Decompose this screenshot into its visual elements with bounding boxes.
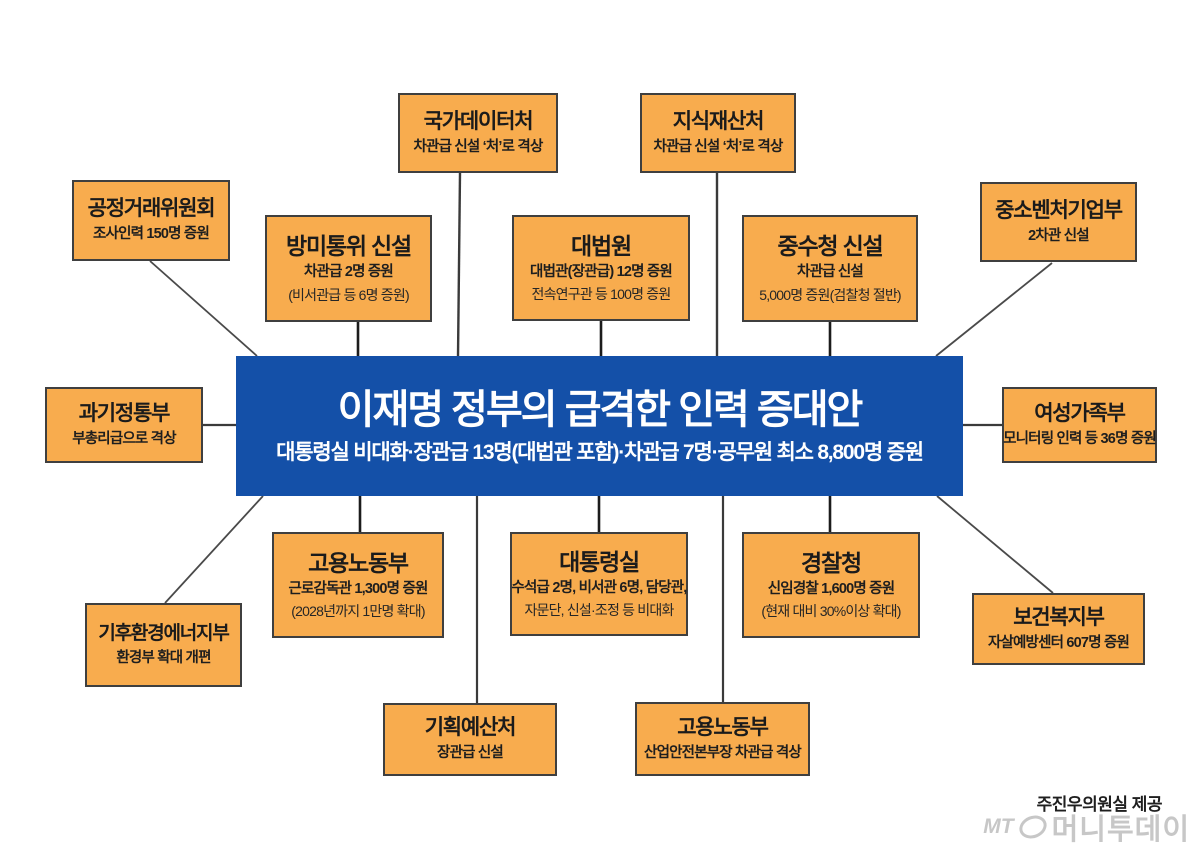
node-title: 기획예산처 xyxy=(424,716,517,740)
node-detail: 전속연구관 등 100명 증원 xyxy=(531,286,672,303)
node-subtitle: 2차관 신설 xyxy=(1028,227,1089,244)
node-detail: (현재 대비 30%이상 확대) xyxy=(761,603,901,620)
node-subtitle: 차관급 2명 증원 xyxy=(304,264,394,281)
node-subtitle: 차관급 신설 xyxy=(797,264,864,281)
node-police-agency: 경찰청 신임경찰 1,600명 증원 (현재 대비 30%이상 확대) xyxy=(742,532,920,638)
node-title: 대통령실 xyxy=(559,548,640,575)
node-ip-agency: 지식재산처 차관급 신설 ‘처’로 격상 xyxy=(640,93,796,173)
node-subtitle: 신임경찰 1,600명 증원 xyxy=(767,580,895,597)
node-title: 고용노동부 xyxy=(308,549,409,576)
node-title: 국가데이터처 xyxy=(423,109,534,133)
node-subtitle: 부총리급으로 격상 xyxy=(72,430,176,447)
node-title: 과기정통부 xyxy=(78,401,171,425)
node-detail: 5,000명 증원(검찰청 절반) xyxy=(759,286,901,303)
node-title: 보건복지부 xyxy=(1013,605,1105,629)
node-title: 고용노동부 xyxy=(677,715,769,739)
node-gender-family-ministry: 여성가족부 모니터링 인력 등 36명 증원 xyxy=(1002,387,1157,463)
node-subtitle: 차관급 신설 ‘처’로 격상 xyxy=(413,138,543,155)
node-title: 경찰청 xyxy=(801,549,862,576)
connector-smes xyxy=(935,262,1053,357)
node-detail: (비서관급 등 6명 증원) xyxy=(288,286,409,303)
node-detail: (2028년까지 1만명 확대) xyxy=(291,603,425,620)
headline-subtitle: 대통령실 비대화·장관급 13명(대법관 포함)·차관급 7명·공무원 최소 8… xyxy=(276,440,924,464)
node-title: 기후환경에너지부 xyxy=(98,622,229,644)
node-detail: 자문단, 신설·조정 등 비대화 xyxy=(524,602,674,619)
source-credit: 주진우의원실 제공 xyxy=(1036,795,1163,814)
node-national-data-agency: 국가데이터처 차관급 신설 ‘처’로 격상 xyxy=(398,93,558,173)
central-headline-box: 이재명 정부의 급격한 인력 증대안 대통령실 비대화·장관급 13명(대법관 … xyxy=(236,356,963,496)
connector-health-welfare xyxy=(936,495,1054,594)
node-subtitle: 조사인력 150명 증원 xyxy=(92,226,210,243)
node-subtitle: 환경부 확대 개편 xyxy=(116,649,211,666)
node-title: 중소벤처기업부 xyxy=(995,198,1123,222)
node-subtitle: 차관급 신설 ‘처’로 격상 xyxy=(653,138,783,155)
node-serious-crimes-agency: 중수청 신설 차관급 신설 5,000명 증원(검찰청 절반) xyxy=(742,215,918,322)
node-title: 지식재산처 xyxy=(672,109,765,133)
node-subtitle: 자살예방센터 607명 증원 xyxy=(987,634,1130,651)
node-subtitle: 근로감독관 1,300명 증원 xyxy=(288,580,428,597)
node-title: 여성가족부 xyxy=(1034,401,1126,425)
mt-logo-text: MT xyxy=(983,815,1014,838)
node-labor-ministry-inspectors: 고용노동부 근로감독관 1,300명 증원 (2028년까지 1만명 확대) xyxy=(272,532,444,638)
moneytoday-wordmark: 머니투데이 xyxy=(1051,814,1190,846)
headline-title: 이재명 정부의 급격한 인력 증대안 xyxy=(337,387,864,432)
node-climate-energy-ministry: 기후환경에너지부 환경부 확대 개편 xyxy=(85,603,242,687)
node-title: 방미통위 신설 xyxy=(286,233,412,260)
node-subtitle: 수석급 2명, 비서관 6명, 담당관, xyxy=(511,579,687,596)
node-subtitle: 장관급 신설 xyxy=(437,745,504,762)
node-science-ict-ministry: 과기정통부 부총리급으로 격상 xyxy=(45,387,203,463)
node-title: 공정거래위원회 xyxy=(87,197,216,221)
connector-national-data xyxy=(456,172,462,358)
node-subtitle: 모니터링 인력 등 36명 증원 xyxy=(1003,430,1157,447)
connector-fair-trade xyxy=(149,260,258,357)
node-labor-ministry-safety: 고용노동부 산업안전본부장 차관급 격상 xyxy=(635,702,810,776)
connector-climate-energy xyxy=(164,495,264,604)
moneytoday-circle-icon xyxy=(1015,811,1050,843)
node-smes-ministry: 중소벤처기업부 2차관 신설 xyxy=(980,182,1137,262)
node-subtitle: 산업안전본부장 차관급 격상 xyxy=(644,744,802,761)
node-health-welfare-ministry: 보건복지부 자살예방센터 607명 증원 xyxy=(972,593,1145,665)
node-supreme-court: 대법원 대법관(장관급) 12명 증원 전속연구관 등 100명 증원 xyxy=(512,215,690,321)
node-budget-office: 기획예산처 장관급 신설 xyxy=(383,703,557,776)
moneytoday-watermark: MT 머니투데이 xyxy=(983,806,1190,848)
node-broadcast-media-commission: 방미통위 신설 차관급 2명 증원 (비서관급 등 6명 증원) xyxy=(265,215,432,322)
node-title: 중수청 신설 xyxy=(777,233,884,260)
node-title: 대법원 xyxy=(571,232,632,259)
node-fair-trade-commission: 공정거래위원회 조사인력 150명 증원 xyxy=(72,180,230,261)
node-subtitle: 대법관(장관급) 12명 증원 xyxy=(530,263,673,280)
node-presidential-office: 대통령실 수석급 2명, 비서관 6명, 담당관, 자문단, 신설·조정 등 비… xyxy=(510,532,688,636)
